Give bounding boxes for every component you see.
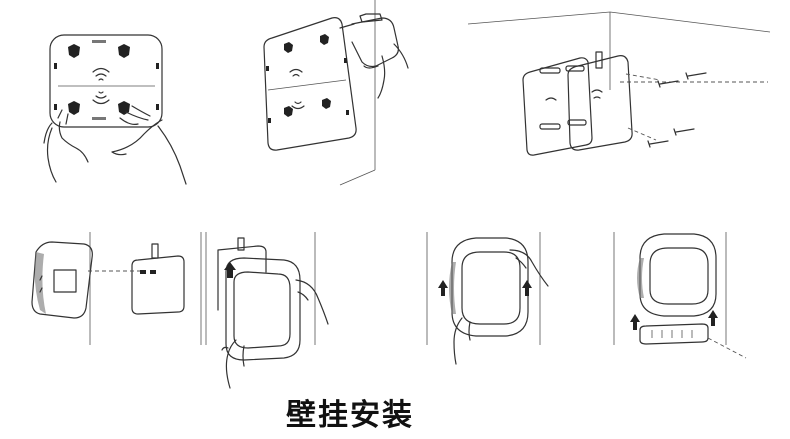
wall-mount-installation-title: 壁挂安装: [286, 398, 414, 433]
aligning-device-with-plate-icon: [31, 232, 202, 345]
pushing-device-up-icon: [426, 232, 549, 365]
hands-holding-mount-plate-icon: [43, 34, 187, 185]
locking-device-in-place-icon: [613, 232, 747, 359]
screwing-mount-plate-to-wall-icon: [467, 11, 771, 156]
marking-screw-holes-on-wall-icon: [263, 0, 409, 186]
hanging-device-onto-plate-icon: [205, 232, 329, 389]
